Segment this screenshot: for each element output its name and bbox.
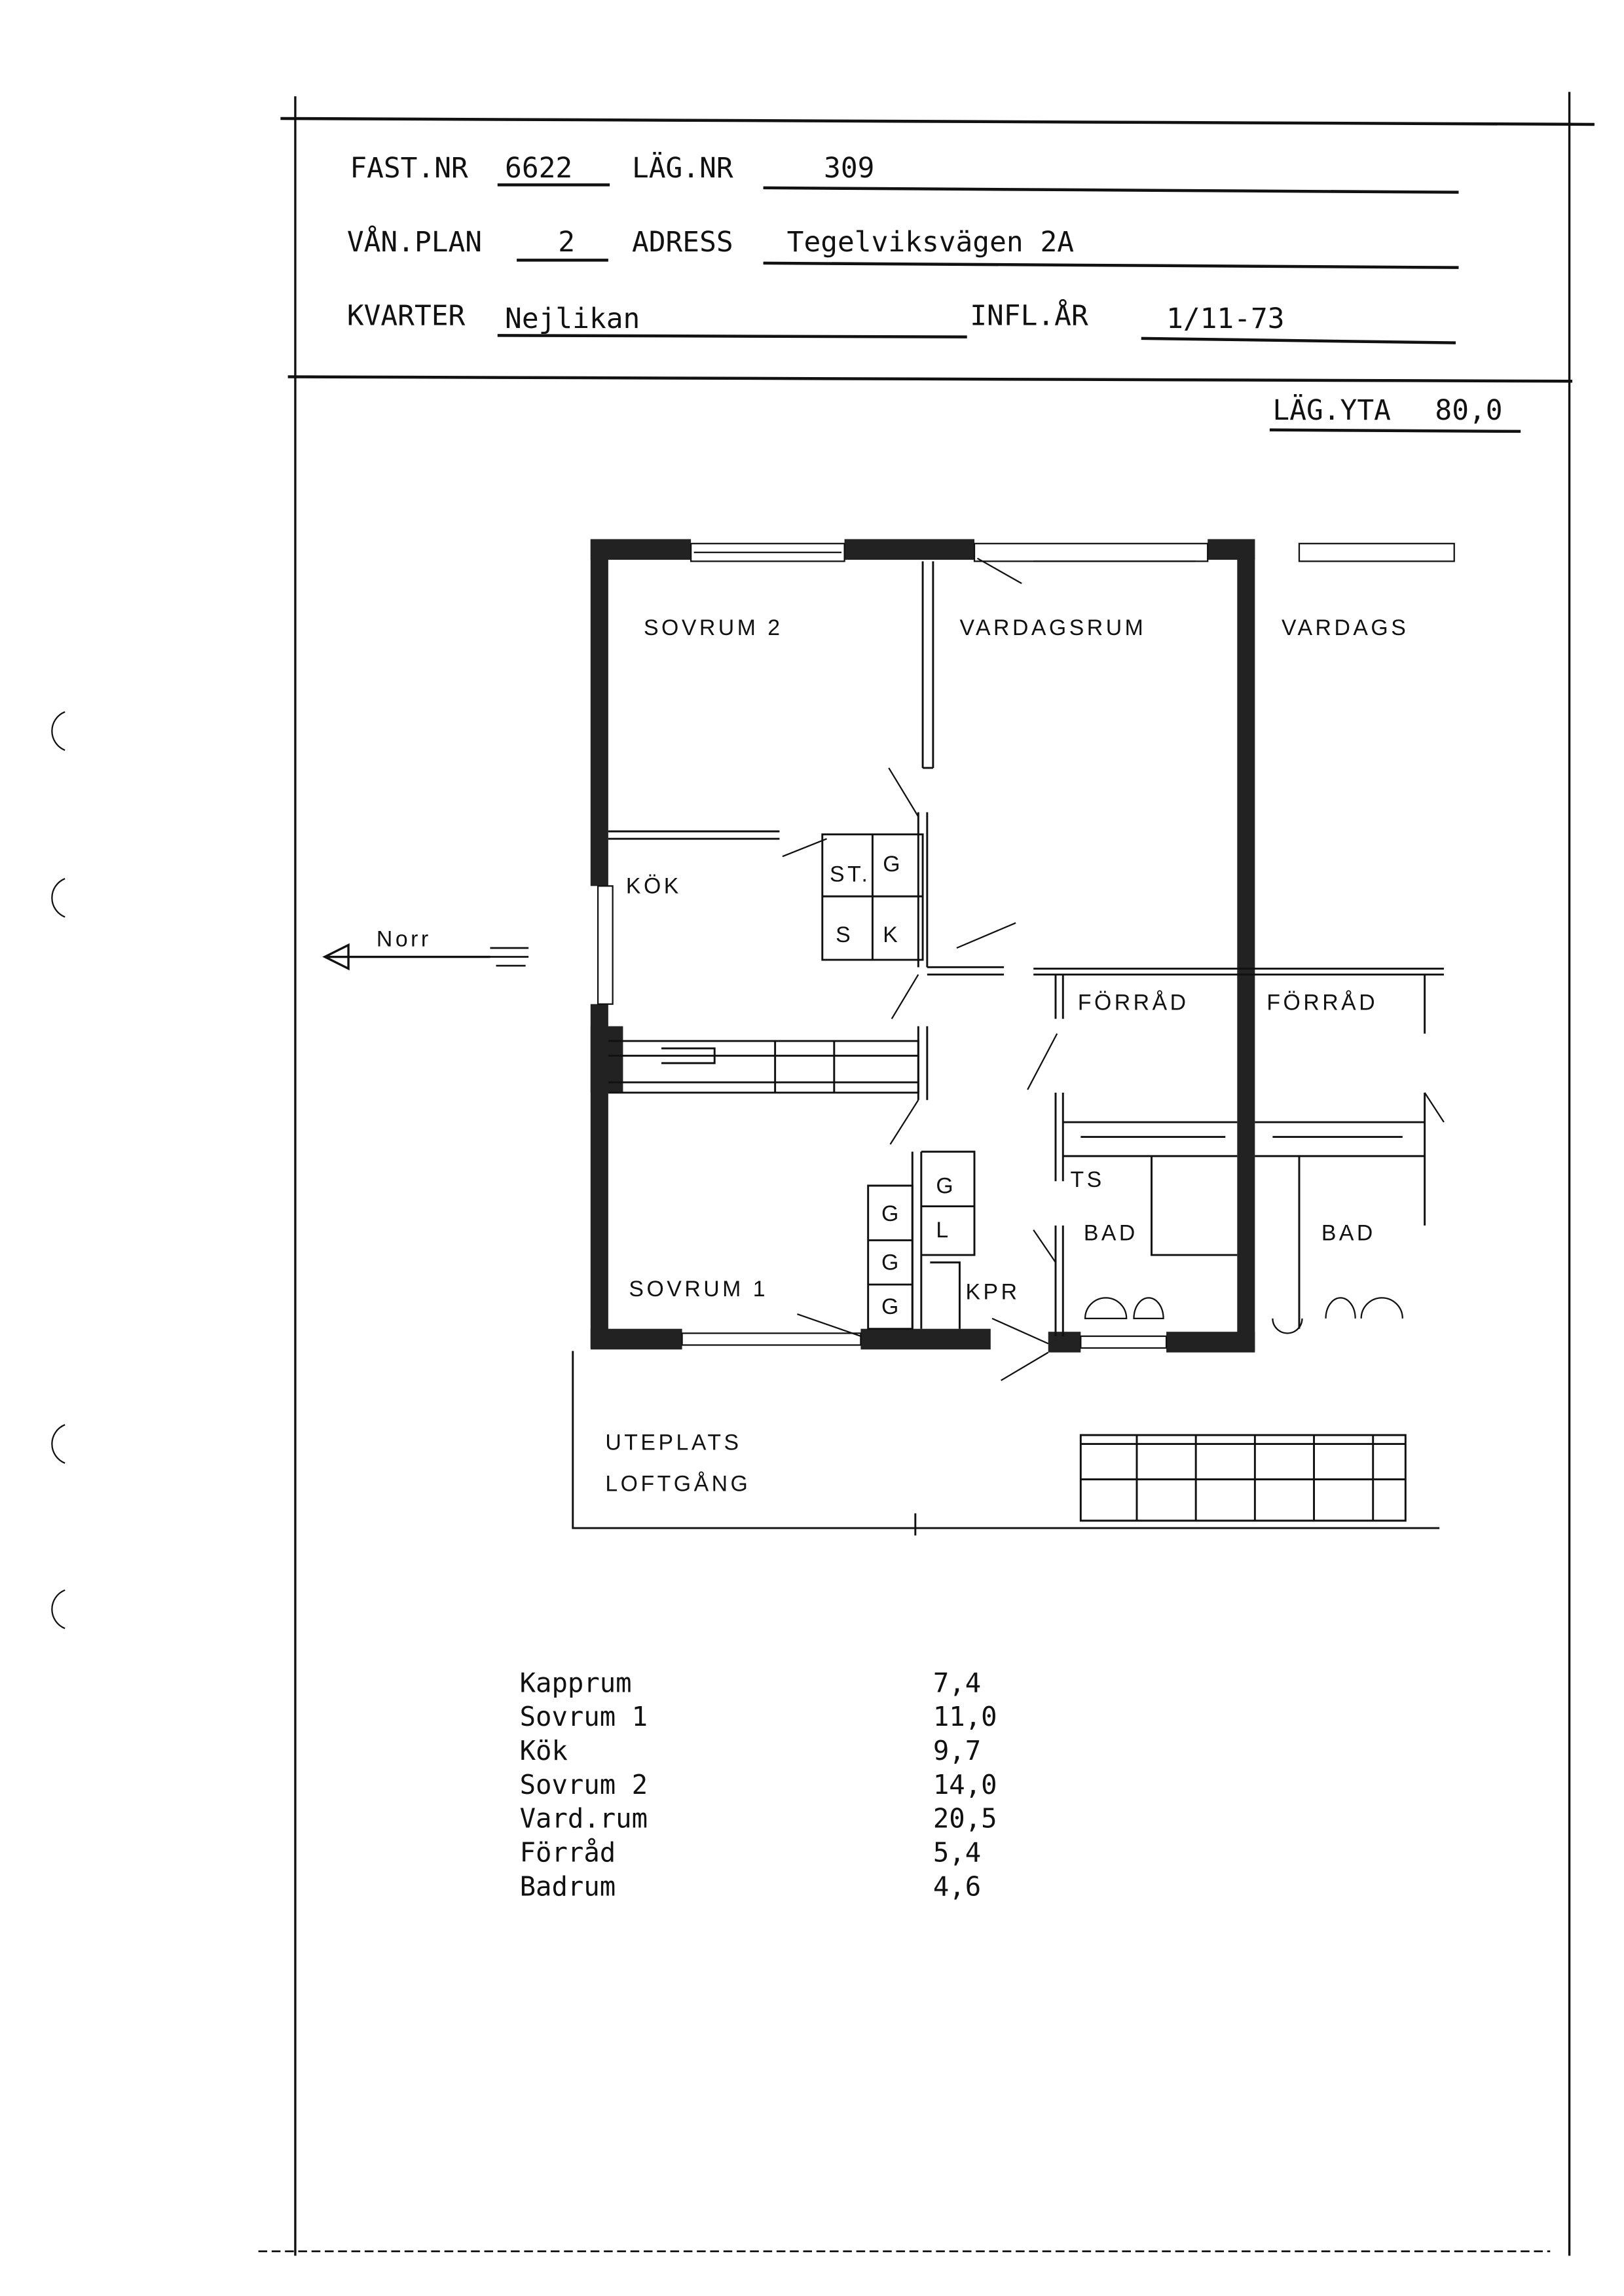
table-row: Sovrum 1 11,0 — [520, 1701, 997, 1732]
van-plan-label: VÅN.PLAN — [347, 225, 482, 259]
room-area: 14,0 — [933, 1769, 997, 1800]
loftgang-label: LOFTGÅNG — [605, 1472, 750, 1497]
room-vardags-neighbor: VARDAGS — [1282, 615, 1409, 640]
room-area-table: Kapprum 7,4 Sovrum 1 11,0 Kök 9,7 Sovrum 2 1… — [520, 1667, 997, 1902]
cabinet-g: G — [883, 852, 903, 877]
room-name: Sovrum 1 — [520, 1701, 648, 1732]
header-fields: FAST.NR 6622 LÄG.NR 309 VÅN.PLAN 2 ADRES… — [347, 151, 1521, 433]
table-row: Kök 9,7 — [520, 1735, 982, 1766]
wardrobe-g-3: G — [881, 1294, 902, 1319]
room-area: 4,6 — [933, 1870, 981, 1902]
room-name: Vard.rum — [520, 1803, 648, 1834]
room-sovrum-1: SOVRUM 1 — [629, 1277, 768, 1302]
adress-value: Tegelviksvägen 2A — [787, 226, 1075, 259]
room-name: Sovrum 2 — [520, 1769, 648, 1800]
room-vardagsrum: VARDAGSRUM — [959, 615, 1146, 640]
infl-ar-value: 1/11-73 — [1166, 302, 1285, 335]
room-area: 11,0 — [933, 1701, 997, 1732]
room-name: Kapprum — [520, 1667, 632, 1698]
lag-nr-label: LÄG.NR — [632, 151, 733, 185]
table-row: Kapprum 7,4 — [520, 1667, 982, 1698]
shower-label: TS — [1071, 1167, 1105, 1192]
binder-hole-marks — [51, 711, 65, 1630]
table-row: Förråd 5,4 — [520, 1837, 982, 1868]
wardrobe-g: G — [936, 1173, 956, 1198]
table-row: Vard.rum 20,5 — [520, 1803, 997, 1834]
sink-label: S — [836, 922, 853, 947]
adress-label: ADRESS — [632, 226, 733, 259]
room-area: 5,4 — [933, 1837, 981, 1868]
kvarter-value: Nejlikan — [505, 302, 640, 335]
wardrobe-g-2: G — [881, 1250, 902, 1275]
kvarter-label: KVARTER — [347, 300, 466, 333]
linen-l: L — [936, 1218, 951, 1243]
room-forrad-neighbor: FÖRRÅD — [1266, 991, 1378, 1015]
room-kok: KÖK — [626, 874, 682, 899]
fast-nr-value: 6622 — [505, 152, 572, 185]
floor-plan: SOVRUM 2 VARDAGSRUM VARDAGS KÖK ST. G S … — [572, 539, 1455, 1536]
room-kpr: KPR — [965, 1280, 1020, 1305]
table-row: Badrum 4,6 — [520, 1870, 982, 1902]
infl-ar-label: INFL.ÅR — [970, 299, 1088, 333]
uteplats-label: UTEPLATS — [605, 1430, 741, 1455]
fridge-label: K — [883, 922, 900, 947]
page-frame — [258, 92, 1595, 2256]
north-label: Norr — [377, 927, 432, 952]
wardrobe-g-1: G — [881, 1201, 902, 1226]
lag-yta-label: LÄG.YTA — [1272, 393, 1391, 427]
north-arrow: Norr — [322, 927, 529, 971]
stove-label: ST. — [830, 862, 870, 887]
table-row: Sovrum 2 14,0 — [520, 1769, 997, 1800]
room-forrad: FÖRRÅD — [1078, 991, 1189, 1015]
van-plan-value: 2 — [558, 226, 575, 259]
room-name: Badrum — [520, 1870, 616, 1902]
fast-nr-label: FAST.NR — [350, 152, 468, 185]
lag-yta-value: 80,0 — [1435, 394, 1502, 427]
room-name: Förråd — [520, 1837, 616, 1868]
room-name: Kök — [520, 1735, 568, 1766]
lag-nr-value: 309 — [824, 152, 874, 185]
room-sovrum-2: SOVRUM 2 — [644, 615, 783, 640]
room-bad: BAD — [1084, 1220, 1138, 1245]
room-area: 9,7 — [933, 1735, 981, 1766]
room-area: 7,4 — [933, 1667, 981, 1698]
room-bad-neighbor: BAD — [1321, 1220, 1376, 1245]
room-area: 20,5 — [933, 1803, 997, 1834]
